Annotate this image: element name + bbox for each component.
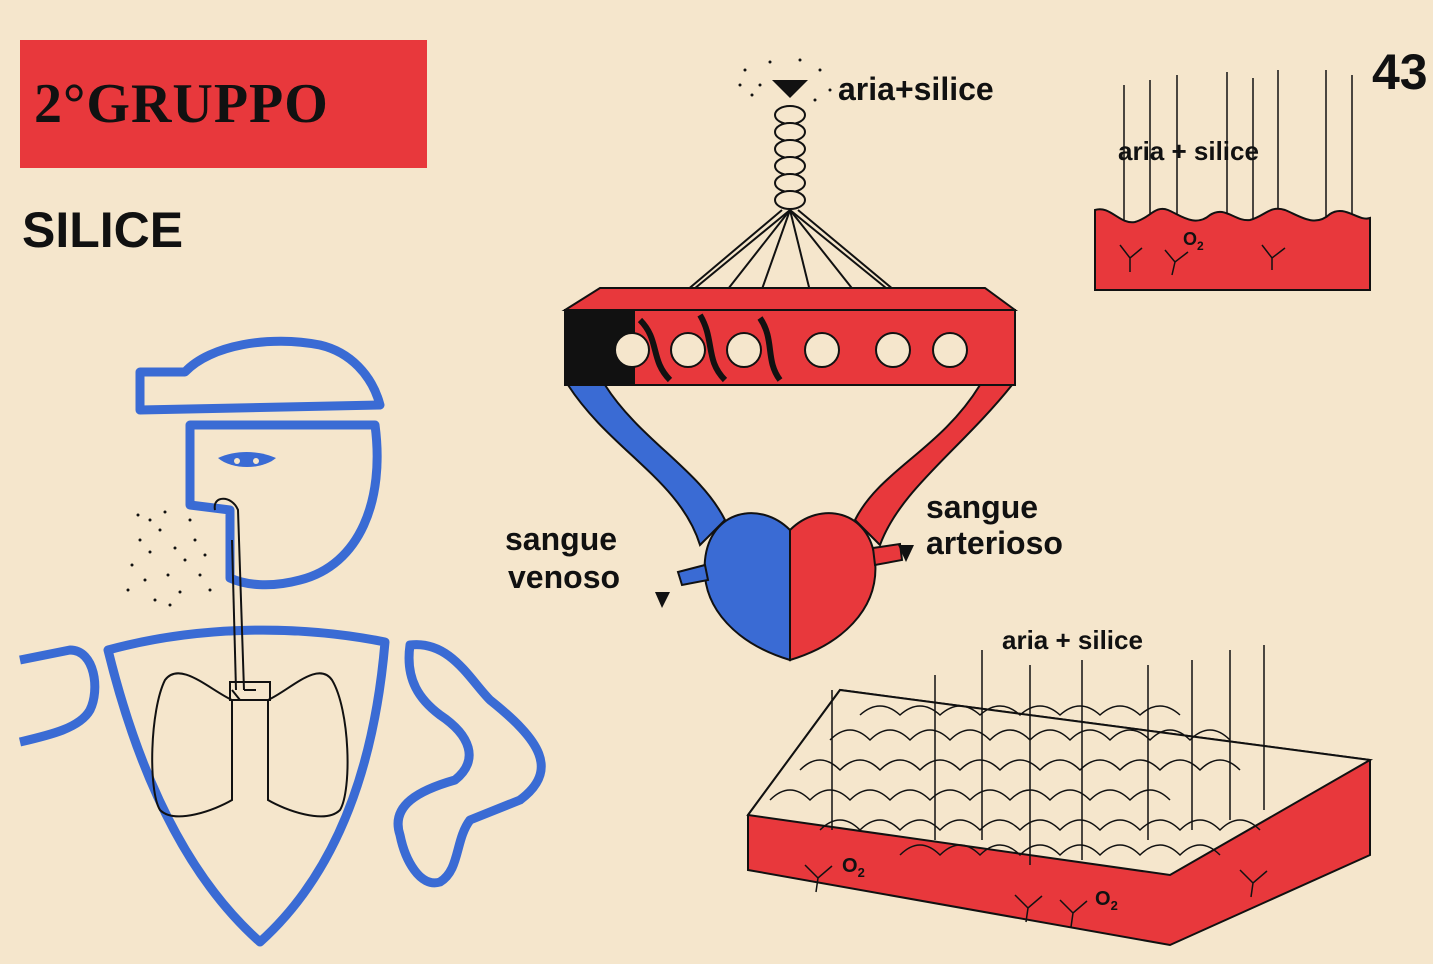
cap-outline	[140, 341, 380, 410]
lungs	[152, 673, 347, 816]
right-arm-outline	[398, 645, 541, 883]
dust-cloud	[127, 511, 212, 607]
arterial-label-line1: sangue	[926, 490, 1038, 525]
venous-arrow-icon	[655, 592, 670, 608]
venous-label-line1: sangue	[505, 522, 617, 557]
alveolus-label: aria + silice	[1118, 137, 1259, 166]
trachea	[775, 106, 805, 209]
heart-left-half	[705, 513, 790, 660]
top-inlet-label: aria+silice	[838, 72, 994, 107]
inlet-arrow-icon	[739, 59, 832, 102]
left-arm-outline	[20, 650, 95, 742]
heart-right-half	[790, 513, 875, 660]
torso-outline	[108, 630, 385, 942]
alveolus-section: O2	[1095, 70, 1370, 290]
alveolar-lattice: O2 O2	[748, 645, 1370, 945]
heart-icon	[678, 513, 902, 660]
person-figure	[20, 341, 541, 942]
venous-label-line2: venoso	[508, 560, 620, 595]
head-outline	[190, 425, 377, 585]
lattice-label: aria + silice	[1002, 626, 1143, 655]
airway	[215, 499, 256, 700]
left-lung	[152, 673, 232, 816]
right-lung	[268, 673, 348, 816]
eye-icon	[218, 452, 276, 467]
arterial-label-line2: arterioso	[926, 526, 1063, 561]
